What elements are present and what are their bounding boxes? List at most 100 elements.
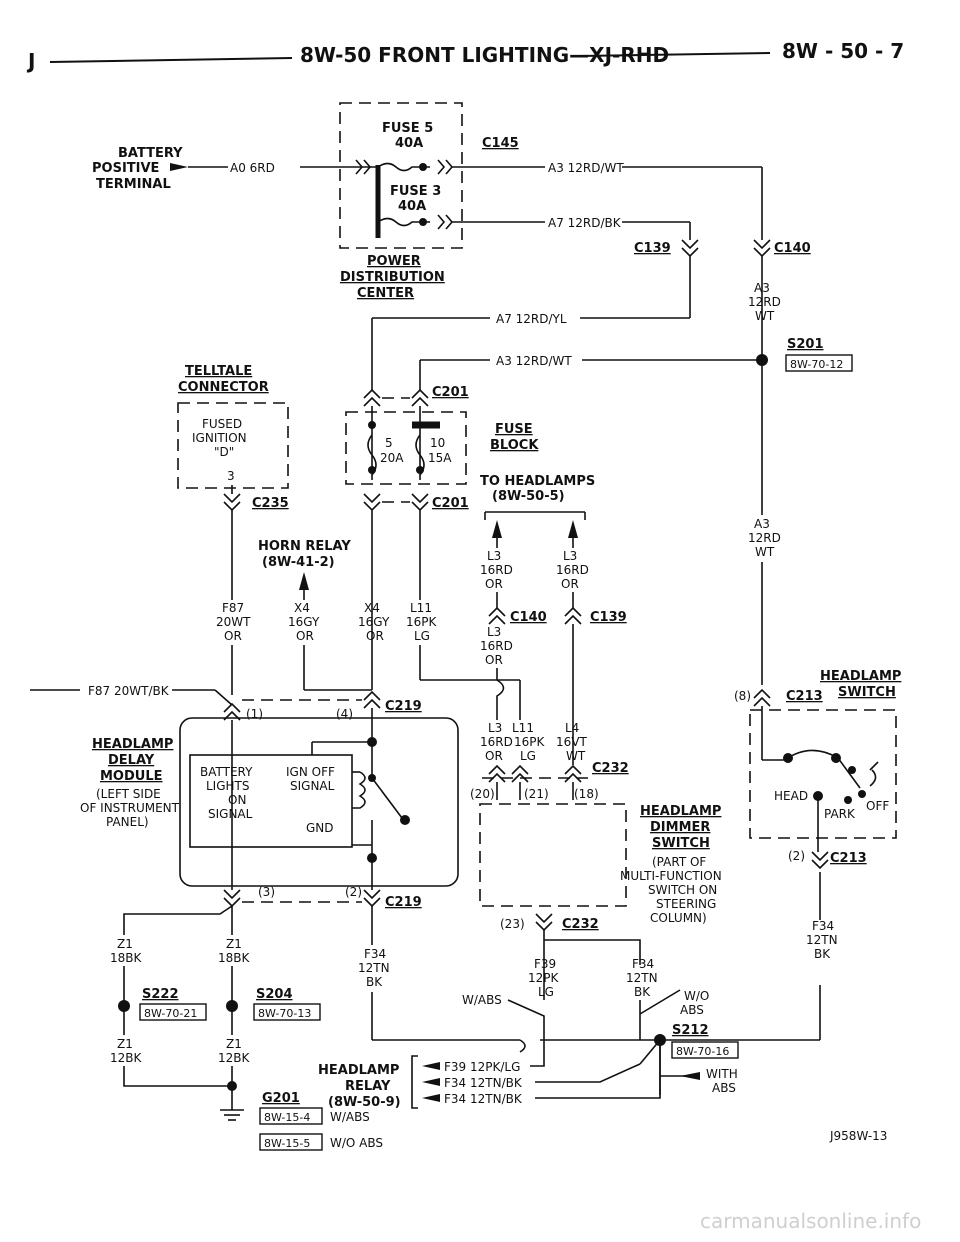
svg-text:SWITCH ON: SWITCH ON <box>648 883 717 897</box>
svg-text:BK: BK <box>814 947 831 961</box>
svg-text:ABS: ABS <box>712 1081 736 1095</box>
svg-text:OR: OR <box>485 653 503 667</box>
svg-text:HEADLAMP: HEADLAMP <box>820 669 901 684</box>
svg-text:16GY: 16GY <box>288 615 320 629</box>
svg-text:L11: L11 <box>410 601 432 615</box>
svg-text:FUSE 3: FUSE 3 <box>390 184 441 199</box>
svg-text:COLUMN): COLUMN) <box>650 911 707 925</box>
svg-text:BATTERY: BATTERY <box>200 765 253 779</box>
connector-c219-bottom: (3) (2) C219 <box>123 885 422 945</box>
svg-text:LG: LG <box>538 985 554 999</box>
svg-text:(23): (23) <box>500 917 525 931</box>
svg-text:(18): (18) <box>574 787 599 801</box>
svg-text:IGN OFF: IGN OFF <box>286 765 335 779</box>
svg-text:(2): (2) <box>788 849 805 863</box>
svg-text:8W-70-16: 8W-70-16 <box>676 1045 729 1058</box>
svg-text:BLOCK: BLOCK <box>490 438 539 453</box>
svg-text:F39: F39 <box>534 957 556 971</box>
connector-c219-top: C219 (1) (4) <box>223 690 422 721</box>
svg-text:20WT: 20WT <box>216 615 251 629</box>
svg-text:HORN RELAY: HORN RELAY <box>258 539 351 554</box>
svg-text:W/ABS: W/ABS <box>462 993 502 1007</box>
header-page-number: 8W - 50 - 7 <box>782 39 904 63</box>
headlamp-delay-module: HEADLAMP DELAY MODULE (LEFT SIDE OF INST… <box>80 708 459 890</box>
svg-text:A3: A3 <box>754 517 770 531</box>
svg-text:MODULE: MODULE <box>100 769 163 784</box>
svg-text:F87 20WT/BK: F87 20WT/BK <box>88 684 170 698</box>
svg-text:8W-15-5: 8W-15-5 <box>264 1137 310 1150</box>
wire-f34-relay: F34 12TN BK <box>358 947 632 1053</box>
svg-text:12RD: 12RD <box>748 295 781 309</box>
svg-text:(4): (4) <box>336 707 353 721</box>
header-left: J <box>26 49 35 73</box>
svg-text:A7 12RD/BK: A7 12RD/BK <box>548 216 622 230</box>
svg-text:(1): (1) <box>246 707 263 721</box>
svg-text:W/O: W/O <box>684 989 709 1003</box>
c145-label: C145 <box>482 136 519 151</box>
svg-text:F39 12PK/LG: F39 12PK/LG <box>444 1060 520 1074</box>
svg-text:16RD: 16RD <box>480 735 513 749</box>
svg-text:S222: S222 <box>142 987 179 1002</box>
svg-text:8W-15-4: 8W-15-4 <box>264 1111 310 1124</box>
svg-text:POWER: POWER <box>367 254 421 269</box>
svg-text:3: 3 <box>227 469 235 483</box>
svg-text:GND: GND <box>306 821 334 835</box>
svg-text:WT: WT <box>755 309 775 323</box>
svg-text:S212: S212 <box>672 1023 709 1038</box>
svg-text:OFF: OFF <box>866 799 889 813</box>
svg-text:WT: WT <box>755 545 775 559</box>
svg-text:5: 5 <box>385 436 393 450</box>
svg-text:16GY: 16GY <box>358 615 390 629</box>
svg-text:FUSED: FUSED <box>202 417 242 431</box>
svg-text:SWITCH: SWITCH <box>652 836 710 851</box>
svg-text:(8W-50-5): (8W-50-5) <box>492 489 565 504</box>
svg-text:HEAD: HEAD <box>774 789 808 803</box>
svg-text:IGNITION: IGNITION <box>192 431 247 445</box>
svg-text:POSITIVE: POSITIVE <box>92 161 159 176</box>
svg-text:BK: BK <box>634 985 651 999</box>
svg-text:12RD: 12RD <box>748 531 781 545</box>
svg-text:F34: F34 <box>632 957 654 971</box>
svg-text:OR: OR <box>296 629 314 643</box>
svg-text:(8W-50-9): (8W-50-9) <box>328 1095 401 1110</box>
svg-text:S201: S201 <box>787 337 824 352</box>
svg-text:16PK: 16PK <box>514 735 546 749</box>
svg-text:W/O ABS: W/O ABS <box>330 1136 383 1150</box>
svg-text:(PART OF: (PART OF <box>652 855 706 869</box>
svg-text:C219: C219 <box>385 699 422 714</box>
svg-text:C213: C213 <box>786 689 823 704</box>
svg-text:12TN: 12TN <box>358 961 390 975</box>
svg-text:(20): (20) <box>470 787 495 801</box>
svg-text:ON: ON <box>228 793 246 807</box>
svg-text:HEADLAMP: HEADLAMP <box>640 804 721 819</box>
svg-text:20A: 20A <box>380 451 404 465</box>
svg-text:OR: OR <box>224 629 242 643</box>
ground-circuit: Z1 18BK Z1 18BK S222 8W-70-21 S204 8W-70… <box>110 937 383 1151</box>
svg-text:A7 12RD/YL: A7 12RD/YL <box>496 312 567 326</box>
svg-text:16RD: 16RD <box>480 563 513 577</box>
svg-text:G201: G201 <box>262 1091 300 1106</box>
svg-text:16VT: 16VT <box>556 735 587 749</box>
page-header: J 8W-50 FRONT LIGHTING—XJ-RHD 8W - 50 - … <box>26 39 904 73</box>
svg-text:OR: OR <box>485 577 503 591</box>
svg-text:SIGNAL: SIGNAL <box>208 807 253 821</box>
svg-text:WT: WT <box>566 749 586 763</box>
svg-text:40A: 40A <box>395 136 423 151</box>
svg-text:SWITCH: SWITCH <box>838 685 896 700</box>
svg-text:8W-70-21: 8W-70-21 <box>144 1007 197 1020</box>
svg-text:OR: OR <box>485 749 503 763</box>
svg-text:X4: X4 <box>364 601 380 615</box>
headlamp-relay-reference: HEADLAMP RELAY (8W-50-9) F39 12PK/LG F34… <box>318 1040 661 1110</box>
svg-text:10: 10 <box>430 436 445 450</box>
svg-text:12BK: 12BK <box>218 1051 251 1065</box>
svg-text:C213: C213 <box>830 851 867 866</box>
svg-text:TELLTALE: TELLTALE <box>185 364 252 379</box>
svg-text:16RD: 16RD <box>480 639 513 653</box>
svg-text:F34 12TN/BK: F34 12TN/BK <box>444 1092 523 1106</box>
svg-text:Z1: Z1 <box>226 937 242 951</box>
svg-text:C140: C140 <box>774 241 811 256</box>
svg-text:A3 12RD/WT: A3 12RD/WT <box>496 354 572 368</box>
svg-text:BK: BK <box>366 975 383 989</box>
fuse-block: C201 5 20A 10 15A FUSE BLOCK C201 <box>345 385 539 690</box>
svg-text:C201: C201 <box>432 496 469 511</box>
